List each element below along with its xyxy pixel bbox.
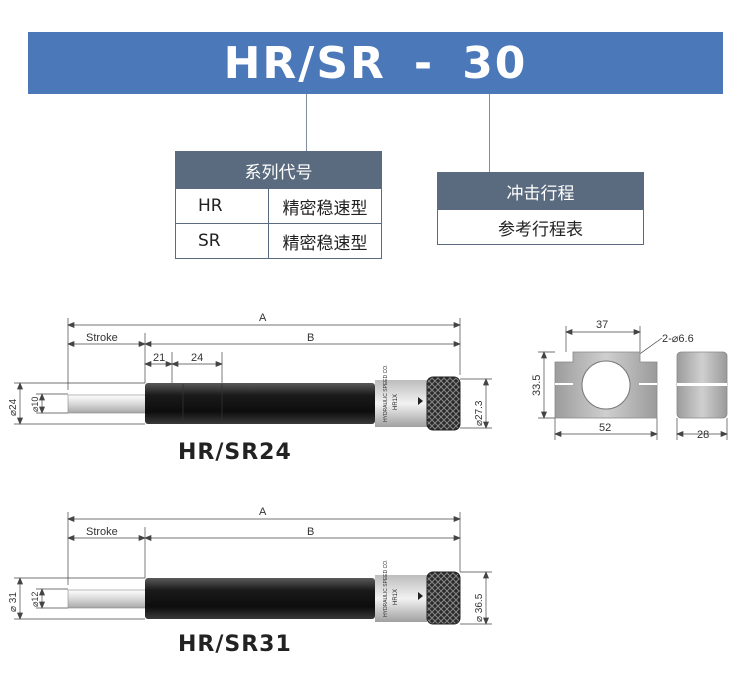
bracket-dim-height: 33.5 [531,375,543,396]
brand-label: HYDRAULIC SPEED CO. [383,559,389,617]
series-desc: 精密稳速型 [268,223,382,259]
dim-outer-dia: ⌀ 31 [8,592,19,612]
series-desc: 精密稳速型 [268,188,382,224]
adjust-knob [426,376,461,431]
model-title-31: HR/SR31 [178,632,292,657]
dim-b: B [307,332,314,344]
model-banner: HR/SR - 30 [28,32,723,94]
stroke-table-row: 参考行程表 [437,209,644,245]
shock-body [145,383,375,424]
dim-rod-dia: ⌀12 [30,592,40,607]
stroke-connector [489,94,490,172]
dim-24: 24 [191,352,203,364]
brand-label: HYDRAULIC SPEED CO. [383,364,389,422]
drawing-hr-sr31 [14,512,492,625]
bracket-dim-37: 37 [596,319,608,331]
shock-body [145,578,375,619]
model-label: HR1X [393,394,399,410]
piston-rod [67,394,147,414]
dim-stroke: Stroke [86,526,118,538]
model-title-24: HR/SR24 [178,440,292,465]
dim-a: A [259,506,267,518]
bracket-dim-holes: 2-⌀6.6 [662,333,694,345]
dim-a: A [259,312,267,324]
drawing-hr-sr24 [14,318,492,429]
dim-nut-dia: ⌀ 36.5 [474,593,485,622]
dim-rod-dia: ⌀10 [30,397,40,412]
bracket-dim-width: 52 [599,422,611,434]
dim-nut-dia: ⌀27.3 [474,400,485,426]
piston-rod [67,589,147,609]
table-row: HR 精密稳速型 [175,188,382,224]
table-row: SR 精密稳速型 [175,223,382,259]
series-connector [306,94,307,152]
dim-outer-dia: ⌀24 [8,398,19,416]
dim-stroke: Stroke [86,332,118,344]
series-code: HR [175,188,269,224]
model-label: HR1X [393,589,399,605]
stroke-table-header: 冲击行程 [437,172,644,210]
dim-b: B [307,526,314,538]
banner-separator: - [413,37,435,89]
mounting-bracket-drawing [538,326,728,440]
stroke-table: 冲击行程 参考行程表 [437,172,644,245]
bracket-bore [581,360,631,410]
banner-model: HR/SR [223,37,386,89]
series-code: SR [175,223,269,259]
adjust-knob [426,571,461,625]
banner-stroke: 30 [462,37,528,89]
series-table: 系列代号 HR 精密稳速型 SR 精密稳速型 [175,151,382,259]
series-table-header: 系列代号 [175,151,382,189]
dim-21: 21 [153,352,165,364]
bracket-dim-depth: 28 [697,429,709,441]
